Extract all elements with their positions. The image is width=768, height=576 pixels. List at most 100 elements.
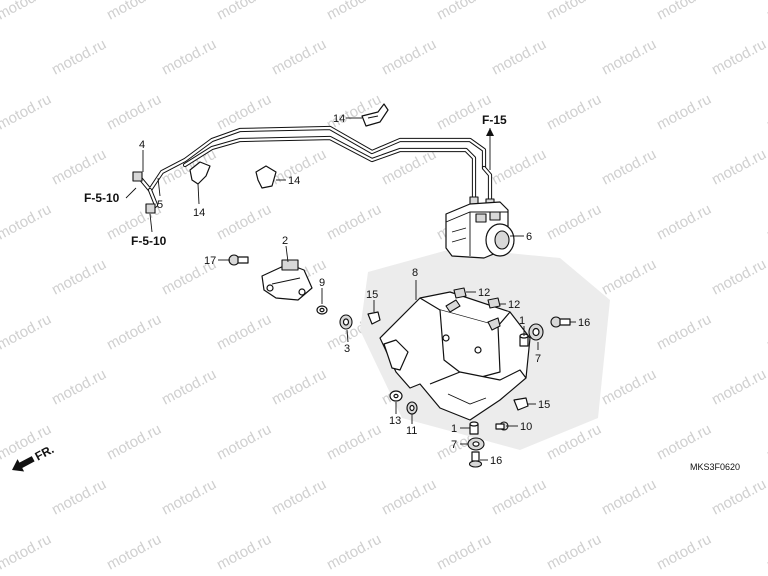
grommet-11 [406,401,418,415]
watermark-text: motod.ru [544,201,604,244]
watermark-text: motod.ru [324,421,384,464]
brake-pipe-assembly [132,125,495,214]
grommet-3 [339,314,353,330]
callout-5: 5 [157,199,163,211]
watermark-text: motod.ru [49,36,109,79]
callout-4: 4 [139,139,145,151]
watermark-text: motod.ru [599,366,659,409]
watermark-text: motod.ru [0,91,54,134]
bolt-16-bottom [468,451,483,468]
callout-12-lower: 12 [508,299,520,311]
abs-bracket [379,291,531,421]
watermark-text: motod.ru [434,531,494,574]
pipe-fitting-lower [145,203,156,214]
watermark-text: motod.ru [104,91,164,134]
front-arrow-icon [12,456,35,472]
watermark-text: motod.ru [654,0,714,24]
callout-1-bottom: 1 [451,423,457,435]
callout-14-top: 14 [333,113,345,125]
washer-9 [316,305,328,315]
callout-11: 11 [406,425,417,437]
watermark-text: motod.ru [544,531,604,574]
callout-13: 13 [389,415,401,427]
watermark-text: motod.ru [434,0,494,24]
ref-f-5-10-top[interactable]: F-5-10 [84,191,120,205]
collar-1-bottom [469,421,479,435]
pipe-clamp-14-top [361,103,389,127]
watermark-text: motod.ru [654,421,714,464]
watermark-text: motod.ru [379,476,439,519]
watermark-text: motod.ru [269,476,329,519]
watermark-text: motod.ru [0,0,54,24]
clip-15-left [367,311,381,325]
watermark-text: motod.ru [49,146,109,189]
callout-16-bottom: 16 [490,455,502,467]
watermark-text: motod.ru [489,476,549,519]
watermark-text: motod.ru [214,91,274,134]
watermark-text: motod.ru [544,0,604,24]
bolt-16-right [550,316,571,328]
watermark-text: motod.ru [269,36,329,79]
watermark-text: motod.ru [709,36,768,79]
watermark-text: motod.ru [709,366,768,409]
watermark-text: motod.ru [654,311,714,354]
watermark-text: motod.ru [104,531,164,574]
callout-8: 8 [412,267,418,279]
watermark-text: motod.ru [764,0,768,24]
watermark-text: motod.ru [654,201,714,244]
watermark-text: motod.ru [599,146,659,189]
watermark-text: motod.ru [654,91,714,134]
pipe-clamp-14-left [189,161,211,185]
arrow-up-icon [486,128,494,136]
callout-12-upper: 12 [478,287,490,299]
watermark-text: motod.ru [49,366,109,409]
callout-17: 17 [204,255,216,267]
leader-lines [142,117,576,461]
watermark-text: motod.ru [324,0,384,24]
callout-7-right: 7 [535,353,541,365]
watermark-text: motod.ru [0,531,54,574]
watermark-text: motod.ru [324,201,384,244]
watermark-text: motod.ru [159,366,219,409]
callout-14-left: 14 [193,207,205,219]
grommet-7-bottom [467,437,485,451]
callout-7-bottom: 7 [451,439,457,451]
watermark-text: motod.ru [764,531,768,574]
callout-labels: 4 5 14 14 14 6 2 17 9 3 15 8 12 12 1 7 1… [139,113,590,467]
pipe-clamp-14-mid [255,165,277,189]
callout-1-right: 1 [519,315,525,327]
watermark-text: motod.ru [544,91,604,134]
watermark-text: motod.ru [599,476,659,519]
watermark-text: motod.ru [599,256,659,299]
callout-6: 6 [526,231,532,243]
callout-2: 2 [282,235,288,247]
watermark-text: motod.ru [214,201,274,244]
callout-16-right: 16 [578,317,590,329]
watermark-text: motod.ru [0,201,54,244]
clip-12-lower [487,297,501,309]
ref-f-15[interactable]: F-15 [482,113,507,127]
watermark-text: motod.ru [159,476,219,519]
watermark-text: motod.ru [764,201,768,244]
callout-15-left: 15 [366,289,378,301]
watermark-text: motod.ru [49,256,109,299]
bolt-17 [228,254,249,266]
pipe-fitting-front [132,171,143,182]
watermark-text: motod.ru [269,366,329,409]
grommet-7-right [528,323,544,341]
watermark-text: motod.ru [159,36,219,79]
callout-10: 10 [520,421,532,433]
watermark-text: motod.ru [489,36,549,79]
callout-14-mid: 14 [288,175,300,187]
watermark-text: motod.ru [104,421,164,464]
ref-f-5-10-bottom[interactable]: F-5-10 [131,234,167,248]
abs-modulator [445,201,515,259]
watermark-text: motod.ru [49,476,109,519]
watermark-text: motod.ru [214,421,274,464]
watermark-text: motod.ru [599,36,659,79]
section-references: F-5-10 F-5-10 F-15 [84,113,507,248]
diagram-code: MKS3F0620 [690,462,740,472]
watermark-text: motod.ru [324,531,384,574]
clip-15-right [513,397,529,411]
